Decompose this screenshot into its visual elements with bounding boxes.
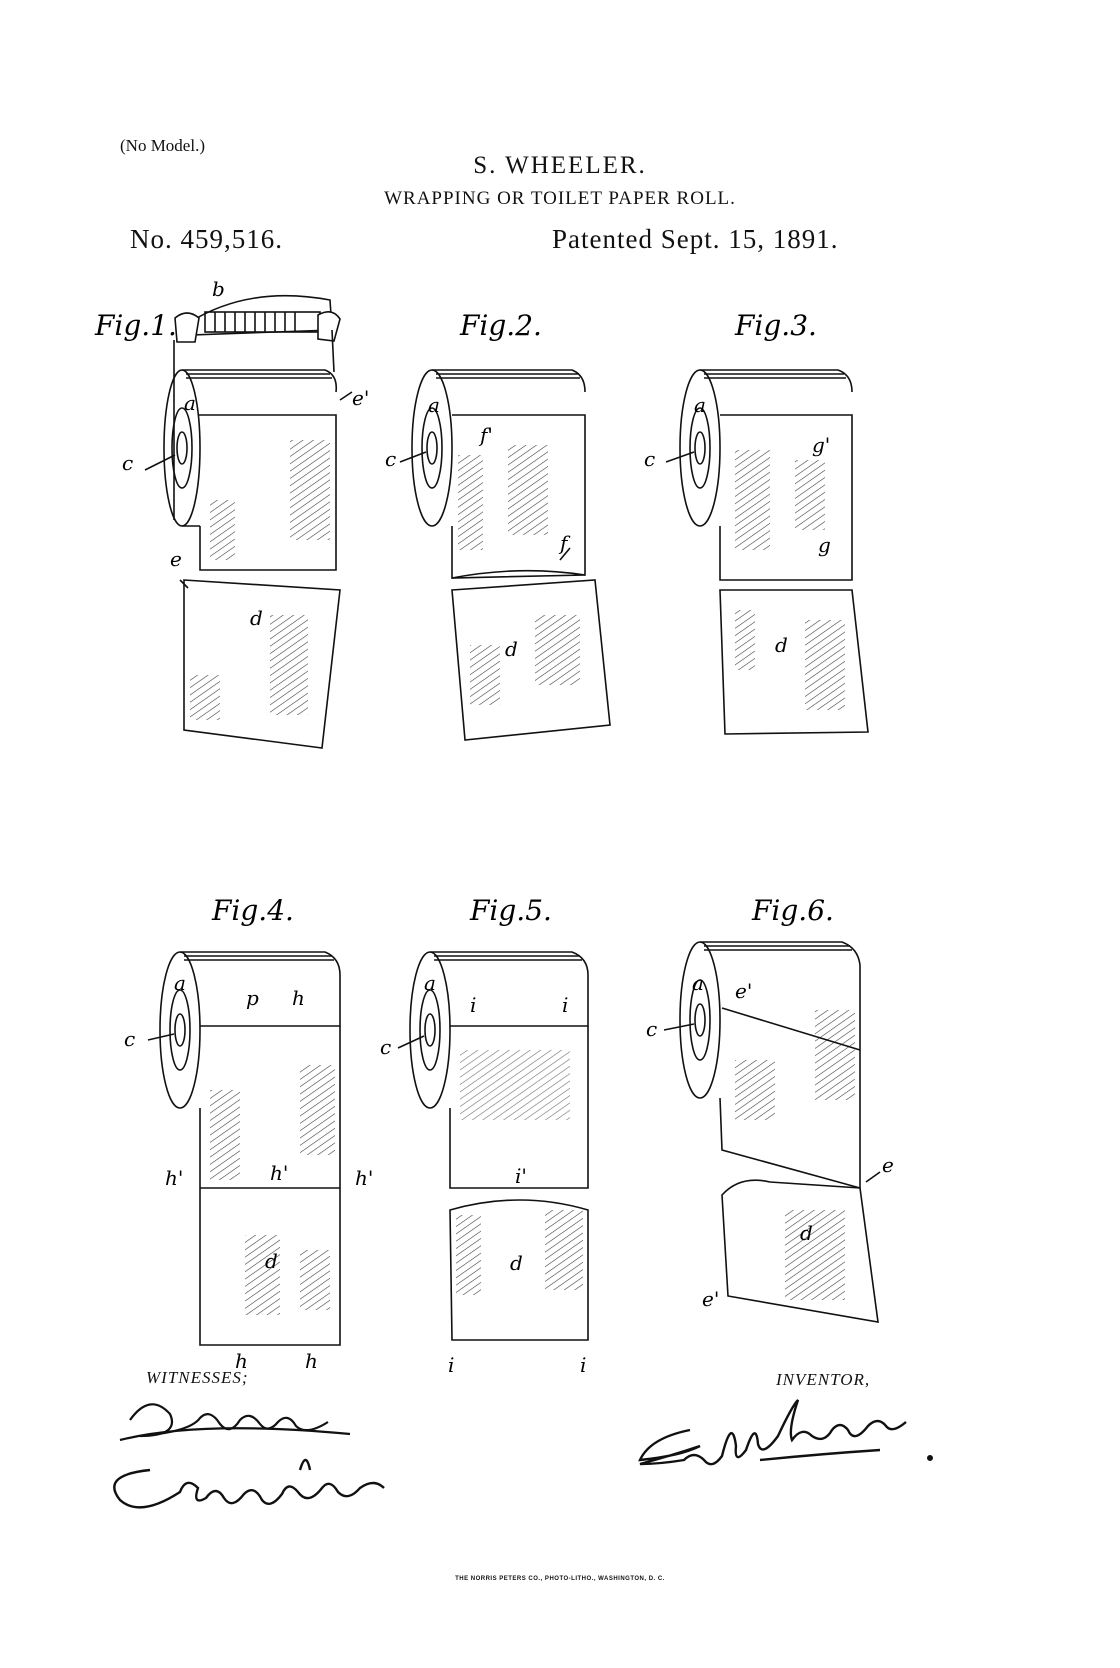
fig1-letter: b [212,277,225,301]
fig5-letter: a [424,971,436,995]
figure-5-label: Fig.5. [469,894,552,927]
figure-5-drawing [397,951,589,1341]
fig4-letter: h [305,1349,318,1373]
fig6-letter: e [882,1153,894,1177]
figure-3-label: Fig.3. [734,309,817,342]
fig5-letter: i [562,993,568,1017]
fig4-letter: c [124,1027,135,1051]
fig4-letter: h' [270,1161,288,1185]
inventor-label: INVENTOR, [776,1370,871,1389]
fig3-letter: g' [812,433,830,457]
fig3-letter: a [694,393,706,417]
fig5-letter: i' [515,1164,527,1188]
fig5-letter: c [380,1035,391,1059]
figure-6-label: Fig.6. [751,894,834,927]
figure-4-label: Fig.4. [211,894,294,927]
fig3-letter: c [644,447,655,471]
figure-2-label: Fig.2. [459,309,542,342]
fig1-letter: c [122,451,133,475]
fig1-letter: d [250,606,263,630]
inventor-name: S. WHEELER. [473,152,647,179]
figure-6-drawing [663,941,881,1323]
model-note: (No Model.) [120,136,205,155]
fig1-letter: e [170,547,182,571]
fig4-letter: a [174,971,186,995]
fig5-letter: i [448,1353,454,1377]
witness-signature-1 [119,1403,351,1442]
fig1-letter: a [184,391,196,415]
fig2-letter: f' [478,423,493,447]
figure-1-label: Fig.1. [94,309,177,342]
fig4-letter: d [265,1249,278,1273]
figure-2-drawing [399,369,611,741]
fig4-letter: h' [355,1166,373,1190]
fig4-letter: h [292,986,305,1010]
fig4-letter: h' [165,1166,183,1190]
figure-1-drawing [144,294,353,749]
fig6-letter: d [800,1221,813,1245]
patent-number: No. 459,516. [130,224,283,254]
fig2-letter: a [428,393,440,417]
inventor-signature [638,1399,934,1466]
witnesses-label: WITNESSES; [146,1368,249,1387]
fig2-letter: d [505,637,518,661]
fig6-letter: a [692,971,704,995]
witness-signature-2 [113,1458,385,1509]
fig4-letter: h [235,1349,248,1373]
fig5-letter: i [470,993,476,1017]
invention-title: WRAPPING OR TOILET PAPER ROLL. [384,188,736,209]
fig2-letter: f [558,531,571,555]
fig6-letter: e' [702,1287,719,1311]
figure-3-drawing [665,369,869,735]
fig6-letter: c [646,1017,657,1041]
fig2-letter: c [385,447,396,471]
printer-credit: THE NORRIS PETERS CO., PHOTO-LITHO., WAS… [455,1576,665,1582]
fig1-letter: e' [352,386,369,410]
fig5-letter: i [580,1353,586,1377]
figure-4-drawing [147,951,341,1346]
fig3-letter: g [818,533,831,557]
fig6-letter: e' [735,979,752,1003]
fig3-letter: d [775,633,788,657]
fig5-letter: d [510,1251,523,1275]
fig4-letter: p [246,986,259,1010]
patent-date: Patented Sept. 15, 1891. [552,224,839,254]
